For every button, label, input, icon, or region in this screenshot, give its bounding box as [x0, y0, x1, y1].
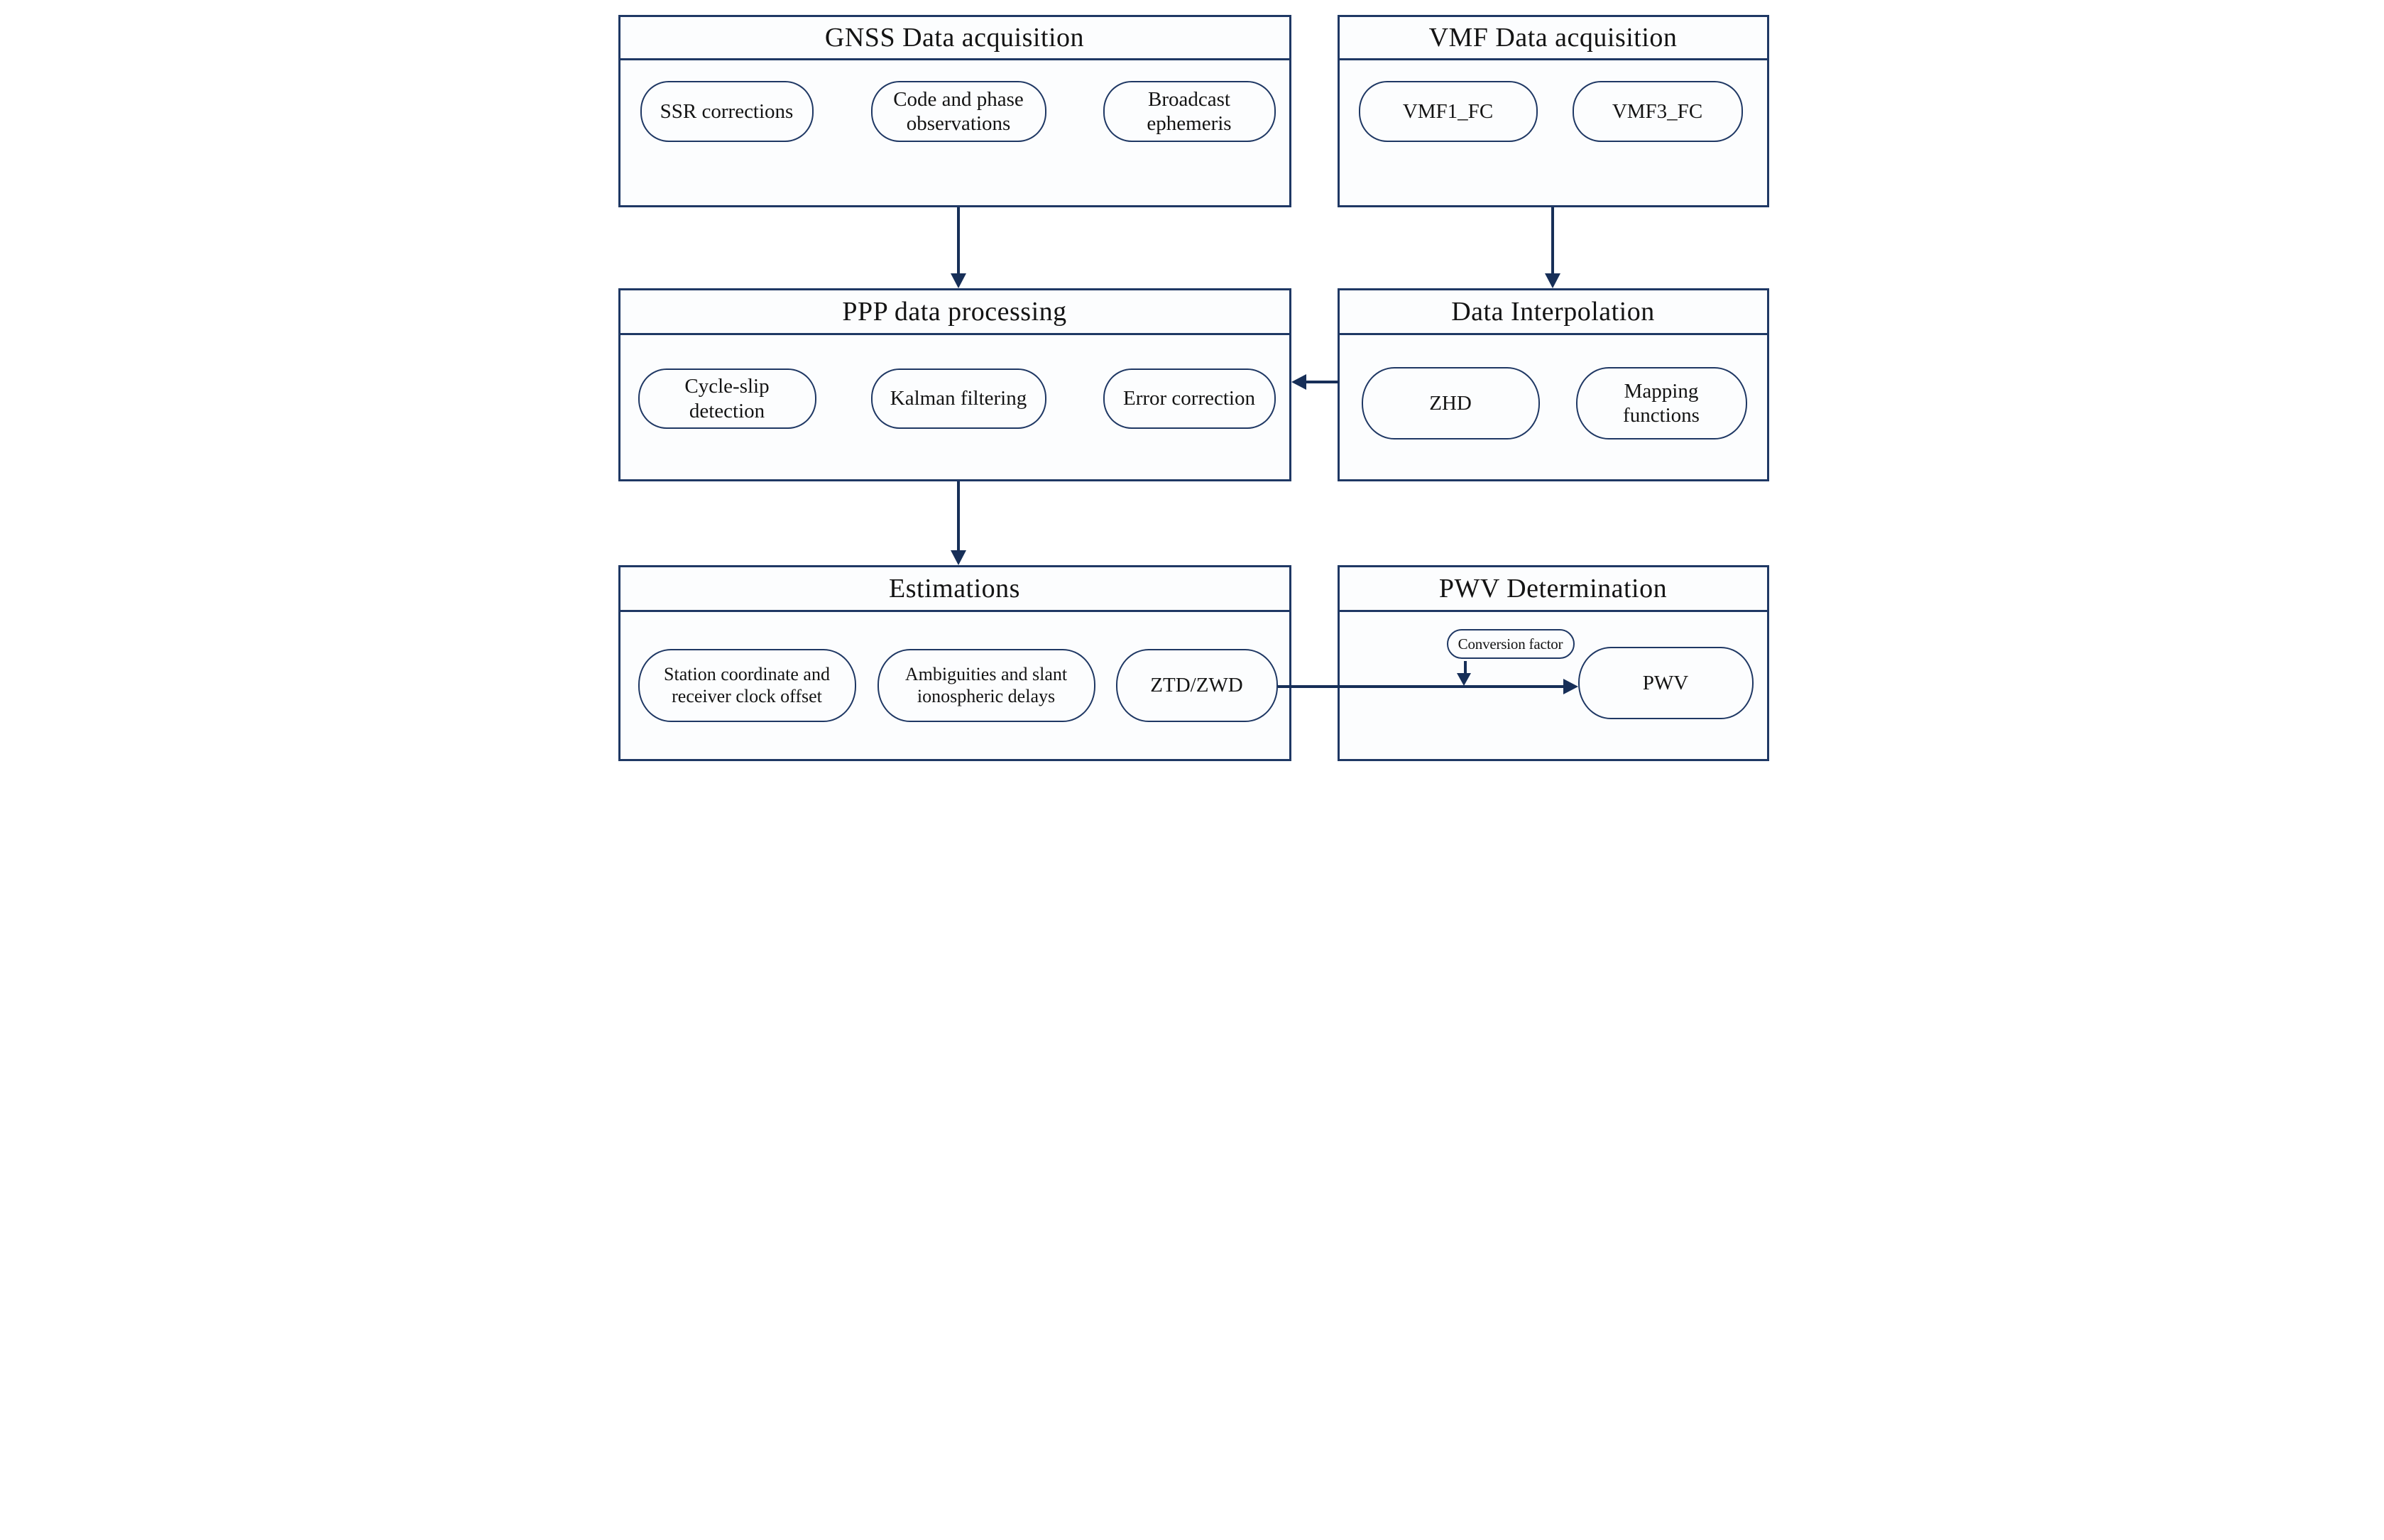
pill-mapping-functions: Mapping functions: [1575, 367, 1747, 439]
pill-cycle-slip-detection: Cycle-slip detection: [638, 368, 816, 429]
vmf-box-title: VMF Data acquisition: [1339, 17, 1767, 60]
arrow-conversion-to-line-head: [1456, 673, 1471, 686]
ppp-box-title: PPP data processing: [620, 290, 1289, 335]
flowchart-canvas: GNSS Data acquisition SSR corrections Co…: [596, 0, 1788, 770]
pill-code-and-phase-observations: Code and phase observations: [870, 81, 1046, 142]
pill-error-correction: Error correction: [1103, 368, 1276, 429]
box-ppp-data-processing: PPP data processing Cycle-slip detection…: [618, 288, 1291, 481]
arrow-ztd-to-pwv-head: [1563, 679, 1578, 694]
pill-ssr-corrections: SSR corrections: [640, 81, 814, 142]
pill-conversion-factor: Conversion factor: [1446, 629, 1575, 659]
arrow-ppp-to-estimations-line: [956, 481, 960, 550]
pwv-box-title: PWV Determination: [1339, 567, 1767, 612]
gnss-box-title: GNSS Data acquisition: [620, 17, 1289, 60]
box-vmf-data-acquisition: VMF Data acquisition VMF1_FC VMF3_FC: [1337, 15, 1769, 207]
box-estimations: Estimations Station coordinate and recei…: [618, 565, 1291, 761]
estimations-box-title: Estimations: [620, 567, 1289, 612]
arrow-conversion-to-line: [1463, 661, 1467, 673]
arrow-ztd-to-pwv-line: [1277, 685, 1563, 688]
arrow-vmf-to-interpolation-line: [1551, 207, 1554, 273]
arrow-interpolation-to-ppp-head: [1291, 374, 1306, 390]
pill-station-coordinate-receiver-clock-offset: Station coordinate and receiver clock of…: [638, 649, 856, 722]
arrow-gnss-to-ppp-head: [950, 273, 966, 288]
pill-broadcast-ephemeris: Broadcast ephemeris: [1103, 81, 1276, 142]
pill-ztd-zwd: ZTD/ZWD: [1115, 649, 1278, 722]
data-interpolation-box-title: Data Interpolation: [1339, 290, 1767, 335]
arrow-ppp-to-estimations-head: [950, 550, 966, 565]
box-data-interpolation: Data Interpolation ZHD Mapping functions: [1337, 288, 1769, 481]
pill-zhd: ZHD: [1361, 367, 1540, 439]
arrow-vmf-to-interpolation-head: [1544, 273, 1560, 288]
pill-pwv: PWV: [1578, 647, 1754, 719]
arrow-interpolation-to-ppp-line: [1306, 381, 1339, 383]
arrow-gnss-to-ppp-line: [956, 207, 960, 273]
box-gnss-data-acquisition: GNSS Data acquisition SSR corrections Co…: [618, 15, 1291, 207]
box-pwv-determination: PWV Determination Conversion factor PWV: [1337, 565, 1769, 761]
pill-vmf3-fc: VMF3_FC: [1572, 81, 1743, 142]
pill-vmf1-fc: VMF1_FC: [1358, 81, 1538, 142]
pill-ambiguities-slant-ionospheric-delays: Ambiguities and slant ionospheric delays: [877, 649, 1095, 722]
pill-kalman-filtering: Kalman filtering: [870, 368, 1046, 429]
